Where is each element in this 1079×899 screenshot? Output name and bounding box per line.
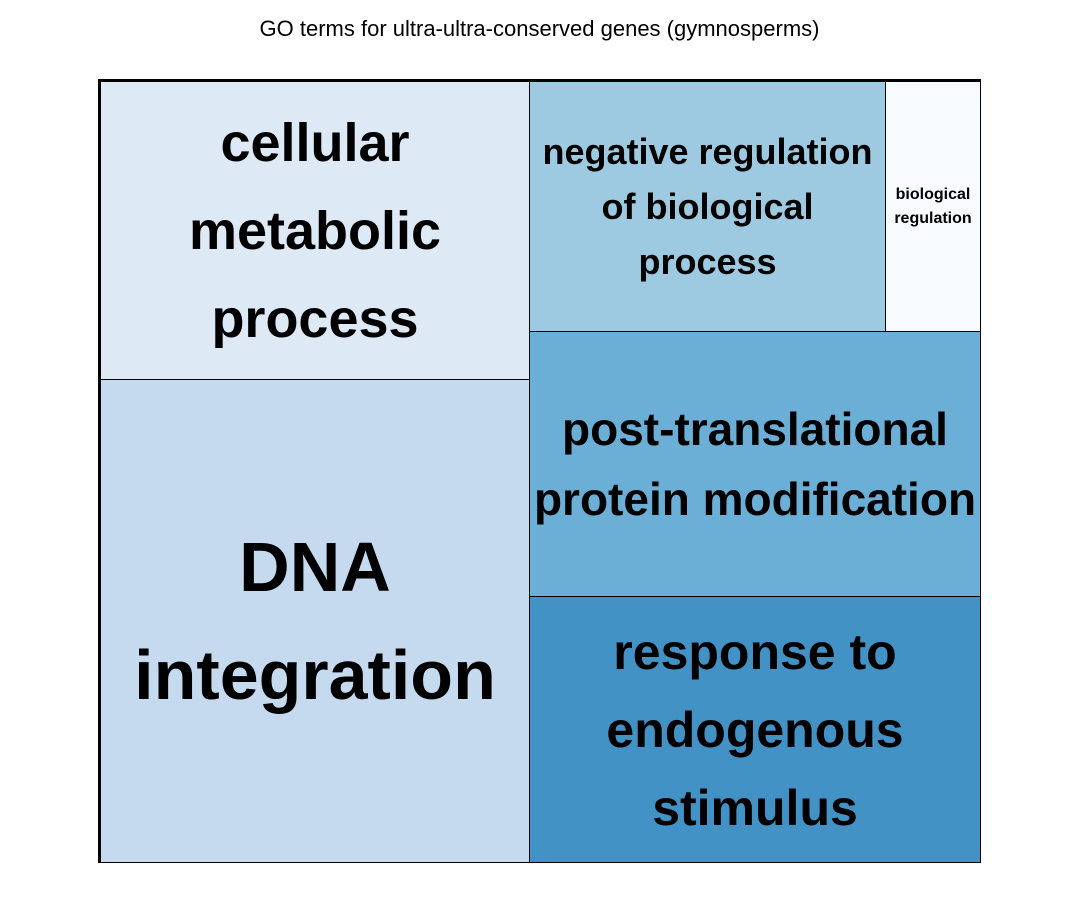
tile-label: negative regulation of biological proces… <box>542 131 873 282</box>
tile-label: biological regulation <box>894 185 972 227</box>
treemap: cellular metabolic process DNA integrati… <box>98 79 981 863</box>
tile-label: DNA integration <box>134 528 496 714</box>
tile-label: response to endogenous stimulus <box>606 623 904 836</box>
tile-cellular-metabolic-process: cellular metabolic process <box>100 81 530 380</box>
tile-negative-regulation: negative regulation of biological proces… <box>529 81 886 332</box>
tile-post-translational-protein-modification: post-translational protein modification <box>529 331 981 597</box>
tile-response-to-endogenous-stimulus: response to endogenous stimulus <box>529 596 981 863</box>
tile-label: post-translational protein modification <box>533 403 977 525</box>
tile-dna-integration: DNA integration <box>100 379 530 863</box>
tile-label: cellular metabolic process <box>188 112 442 349</box>
chart-title: GO terms for ultra-ultra-conserved genes… <box>259 16 820 41</box>
tile-biological-regulation: biological regulation <box>885 81 981 332</box>
